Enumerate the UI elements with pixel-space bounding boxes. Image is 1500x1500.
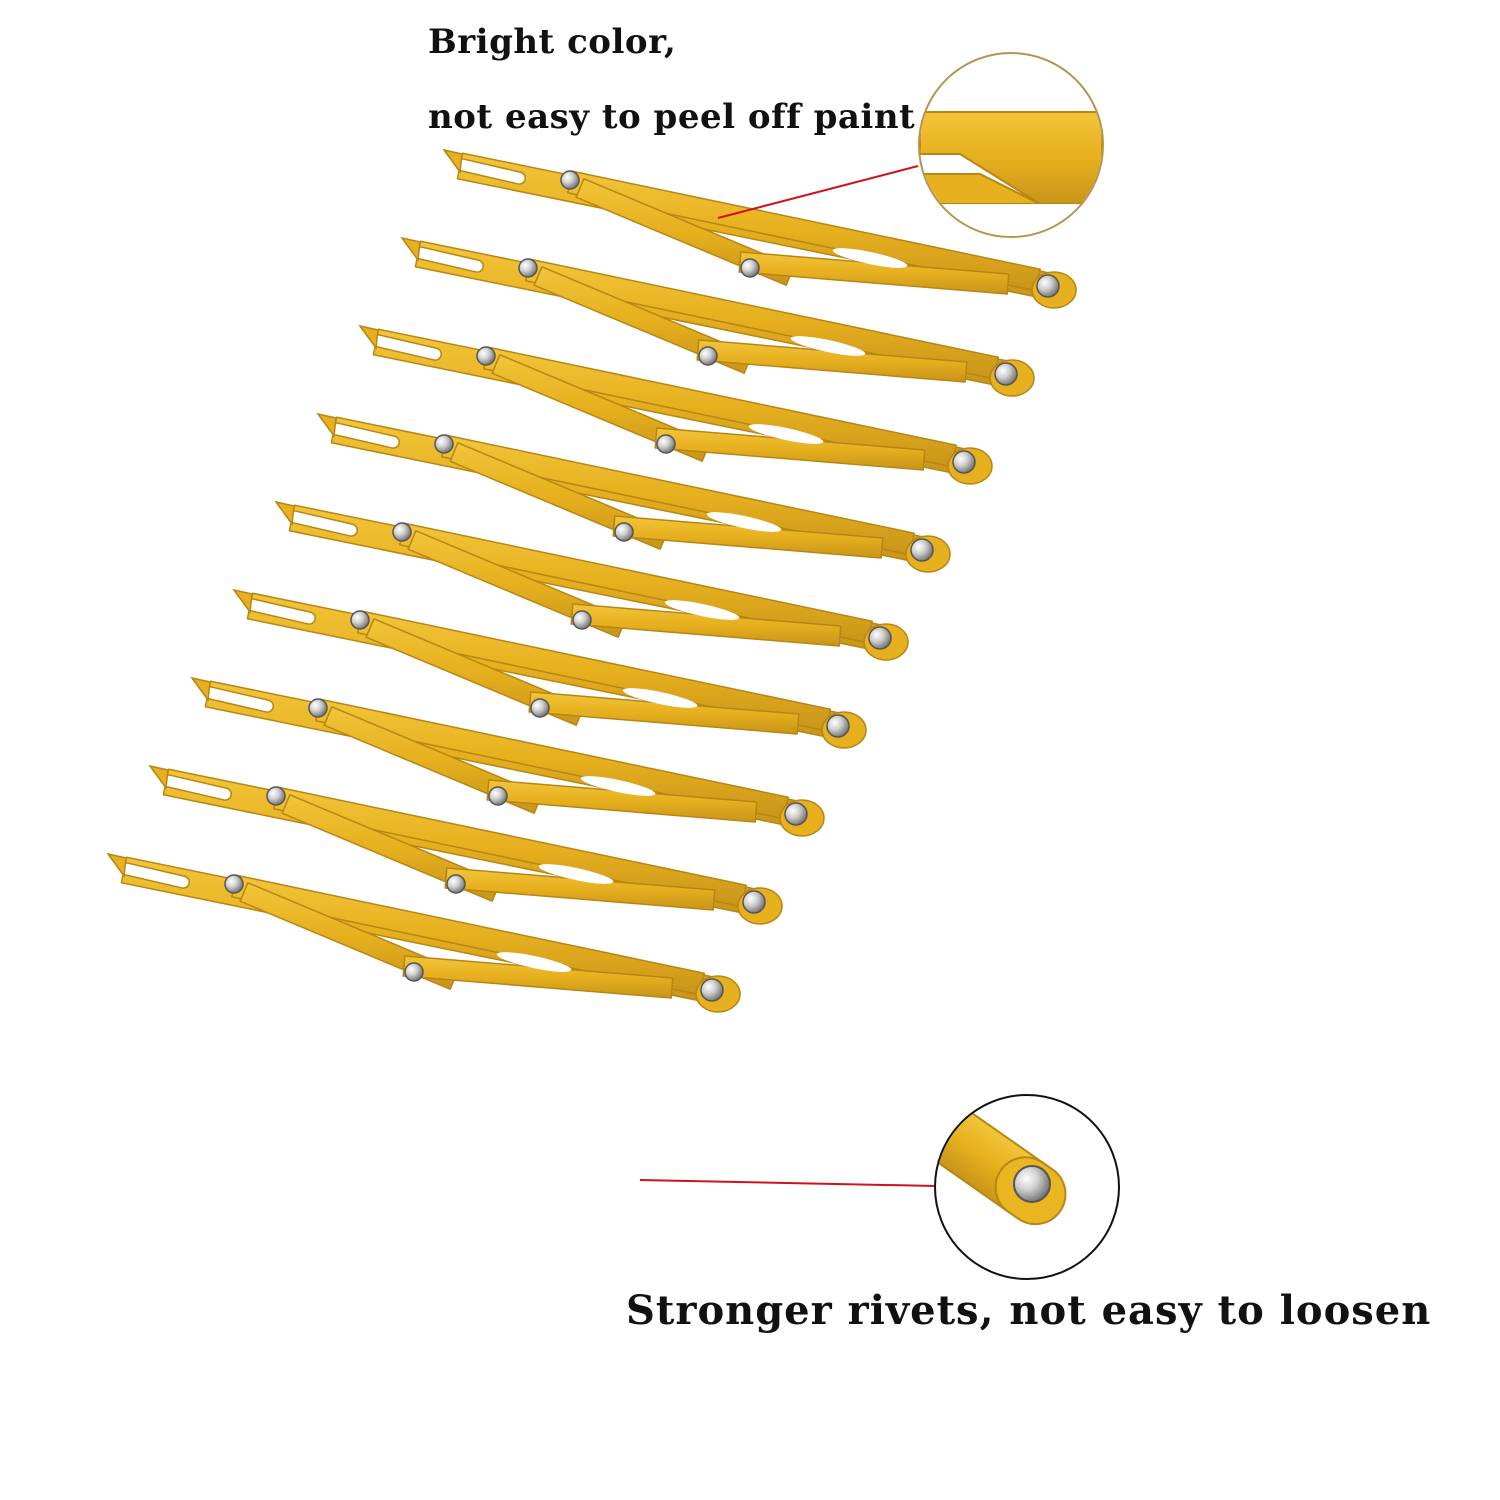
caption-not-easy-peel: not easy to peel off paint	[428, 97, 916, 137]
golden-ratio-caliper-icon	[106, 852, 741, 1013]
paint-pointer-line	[717, 165, 919, 219]
golden-ratio-caliper-icon	[190, 676, 825, 837]
golden-ratio-caliper-icon	[358, 324, 993, 485]
caption-stronger-rivets: Stronger rivets, not easy to loosen	[626, 1287, 1432, 1334]
rivet-pointer-line	[639, 1179, 937, 1187]
paint-zoom-lens-icon	[918, 52, 1104, 238]
golden-ratio-caliper-icon	[316, 412, 951, 573]
golden-ratio-caliper-icon	[232, 588, 867, 749]
golden-ratio-caliper-icon	[274, 500, 909, 661]
caption-bright-color: Bright color,	[428, 22, 677, 62]
golden-ratio-caliper-icon	[442, 148, 1077, 309]
golden-ratio-caliper-icon	[400, 236, 1035, 397]
golden-ratio-caliper-icon	[148, 764, 783, 925]
rivet-zoom-lens-icon	[934, 1094, 1120, 1280]
